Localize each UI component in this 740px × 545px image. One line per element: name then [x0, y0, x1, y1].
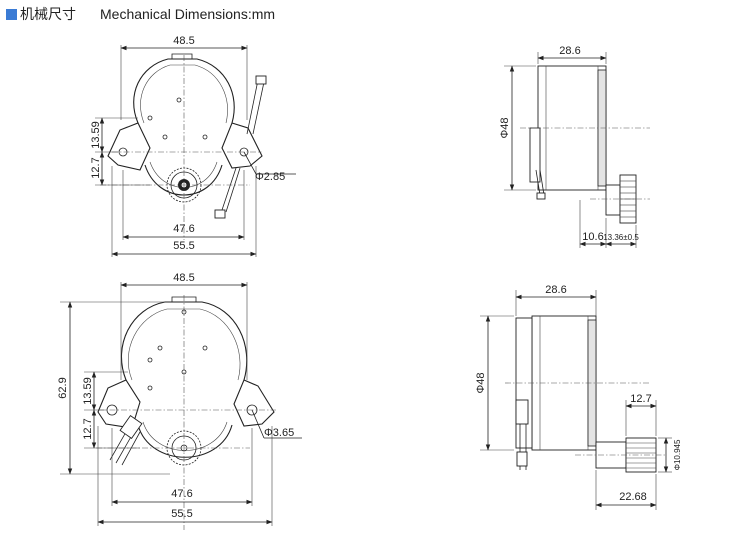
- bottom-side-shaft-dia: Φ10.945: [673, 439, 682, 470]
- bottom-side-depth: 28.6: [545, 284, 566, 296]
- bottom-front-width-top: 48.5: [173, 272, 194, 284]
- top-side-dia: Φ48: [499, 117, 511, 138]
- top-front-width-mid: 47.6: [173, 223, 194, 235]
- top-front-view: 48.5 47.6 55.5 13.59 12.7 Φ2.85: [90, 35, 296, 257]
- bottom-side-shaft-len: 12.7: [630, 393, 651, 405]
- bottom-front-hole-dia: Φ3.65: [264, 427, 294, 439]
- top-front-height-lower: 12.7: [90, 157, 102, 178]
- header-title-cn: 机械尺寸: [20, 7, 76, 23]
- bottom-front-width-mid: 47.6: [171, 488, 192, 500]
- bottom-front-width-bottom: 55.5: [171, 508, 192, 520]
- bottom-front-view: 48.5 47.6 55.5 62.9 13.59 12.7 Φ3.65: [57, 272, 302, 530]
- top-front-height-upper: 13.59: [90, 121, 102, 149]
- header-marker-icon: [6, 8, 17, 20]
- bottom-side-total-len: 22.68: [619, 491, 647, 503]
- bottom-front-height-lower: 12.7: [82, 418, 94, 439]
- page-header: 机械尺寸 Mechanical Dimensions:mm: [6, 4, 275, 24]
- bottom-front-height-total: 62.9: [57, 377, 69, 398]
- top-side-shaft-offset: 10.6: [582, 231, 603, 243]
- bottom-front-height-upper: 13.59: [82, 377, 94, 405]
- header-title-en: Mechanical Dimensions:mm: [100, 6, 276, 22]
- bottom-side-dia: Φ48: [475, 372, 487, 393]
- bottom-side-view: 28.6 Φ48 12.7 Φ10.945 22.68: [475, 284, 682, 510]
- top-side-depth: 28.6: [559, 45, 580, 57]
- top-side-shaft-len: 13.36±0.5: [603, 233, 639, 242]
- top-front-hole-dia: Φ2.85: [255, 171, 285, 183]
- top-front-width-top: 48.5: [173, 35, 194, 47]
- top-front-width-bottom: 55.5: [173, 240, 194, 252]
- top-side-view: 28.6 Φ48 10.6 13.36±0.5: [499, 45, 650, 248]
